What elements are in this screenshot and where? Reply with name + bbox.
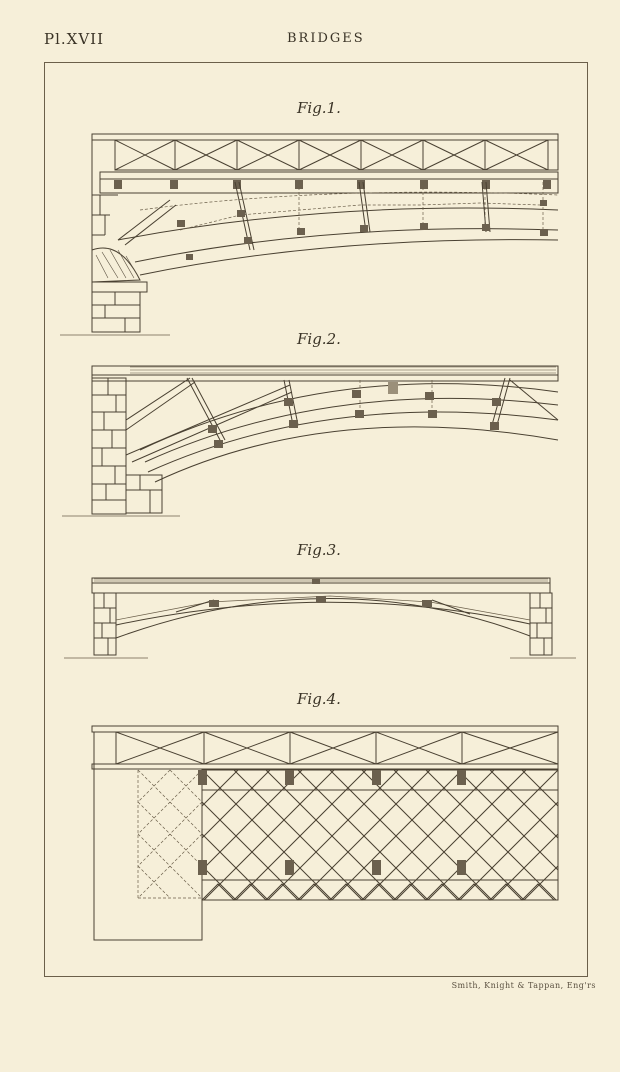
fig4-bottom-edge bbox=[201, 883, 555, 901]
fig4-truss-band bbox=[115, 731, 559, 765]
fig1-arch-ribs bbox=[117, 191, 559, 276]
fig1-floor-beam bbox=[99, 178, 559, 194]
plate-frame bbox=[44, 62, 588, 977]
figure-4-label: Fig.4. bbox=[297, 690, 341, 708]
figure-3-label: Fig.3. bbox=[297, 541, 341, 559]
fig2-deck bbox=[91, 365, 559, 376]
fig1-beam-blocks bbox=[114, 180, 551, 189]
engraver-credit: Smith, Knight & Tappan, Eng'rs bbox=[451, 981, 596, 990]
fig2-arch bbox=[139, 383, 559, 483]
fig4-x-bracing bbox=[115, 731, 559, 765]
plate-title: BRIDGES bbox=[287, 31, 365, 46]
fig1-top-chord bbox=[91, 133, 559, 141]
fig2-struts bbox=[125, 377, 559, 463]
fig2-deck-hatch bbox=[130, 366, 556, 374]
fig4-post-blocks bbox=[198, 770, 466, 875]
plate-number: Pl.XVII bbox=[44, 30, 105, 48]
figure-4-drawing bbox=[91, 725, 559, 941]
fig1-strut bbox=[117, 199, 177, 246]
fig1-x-bracing bbox=[114, 139, 549, 171]
fig2-bolt-blocks bbox=[208, 382, 501, 448]
fig1-deck-beam bbox=[99, 171, 559, 180]
fig4-top-chord bbox=[91, 725, 559, 733]
figure-1-drawing bbox=[60, 133, 559, 336]
fig4-abutment bbox=[93, 732, 203, 941]
fig4-hidden-lattice bbox=[137, 769, 203, 899]
fig1-bolt-blocks bbox=[177, 200, 548, 260]
fig2-pier bbox=[62, 377, 180, 517]
figure-1-label: Fig.1. bbox=[297, 99, 341, 117]
figure-3-drawing bbox=[64, 577, 576, 659]
fig3-bolt-blocks bbox=[209, 579, 432, 607]
figure-2-drawing bbox=[62, 365, 559, 517]
fig1-abutment bbox=[60, 140, 170, 336]
fig1-truss-band bbox=[114, 139, 559, 171]
fig3-arch bbox=[115, 595, 531, 639]
fig4-lattice bbox=[201, 769, 559, 901]
figure-2-label: Fig.2. bbox=[297, 330, 341, 348]
fig3-piers bbox=[64, 592, 576, 659]
